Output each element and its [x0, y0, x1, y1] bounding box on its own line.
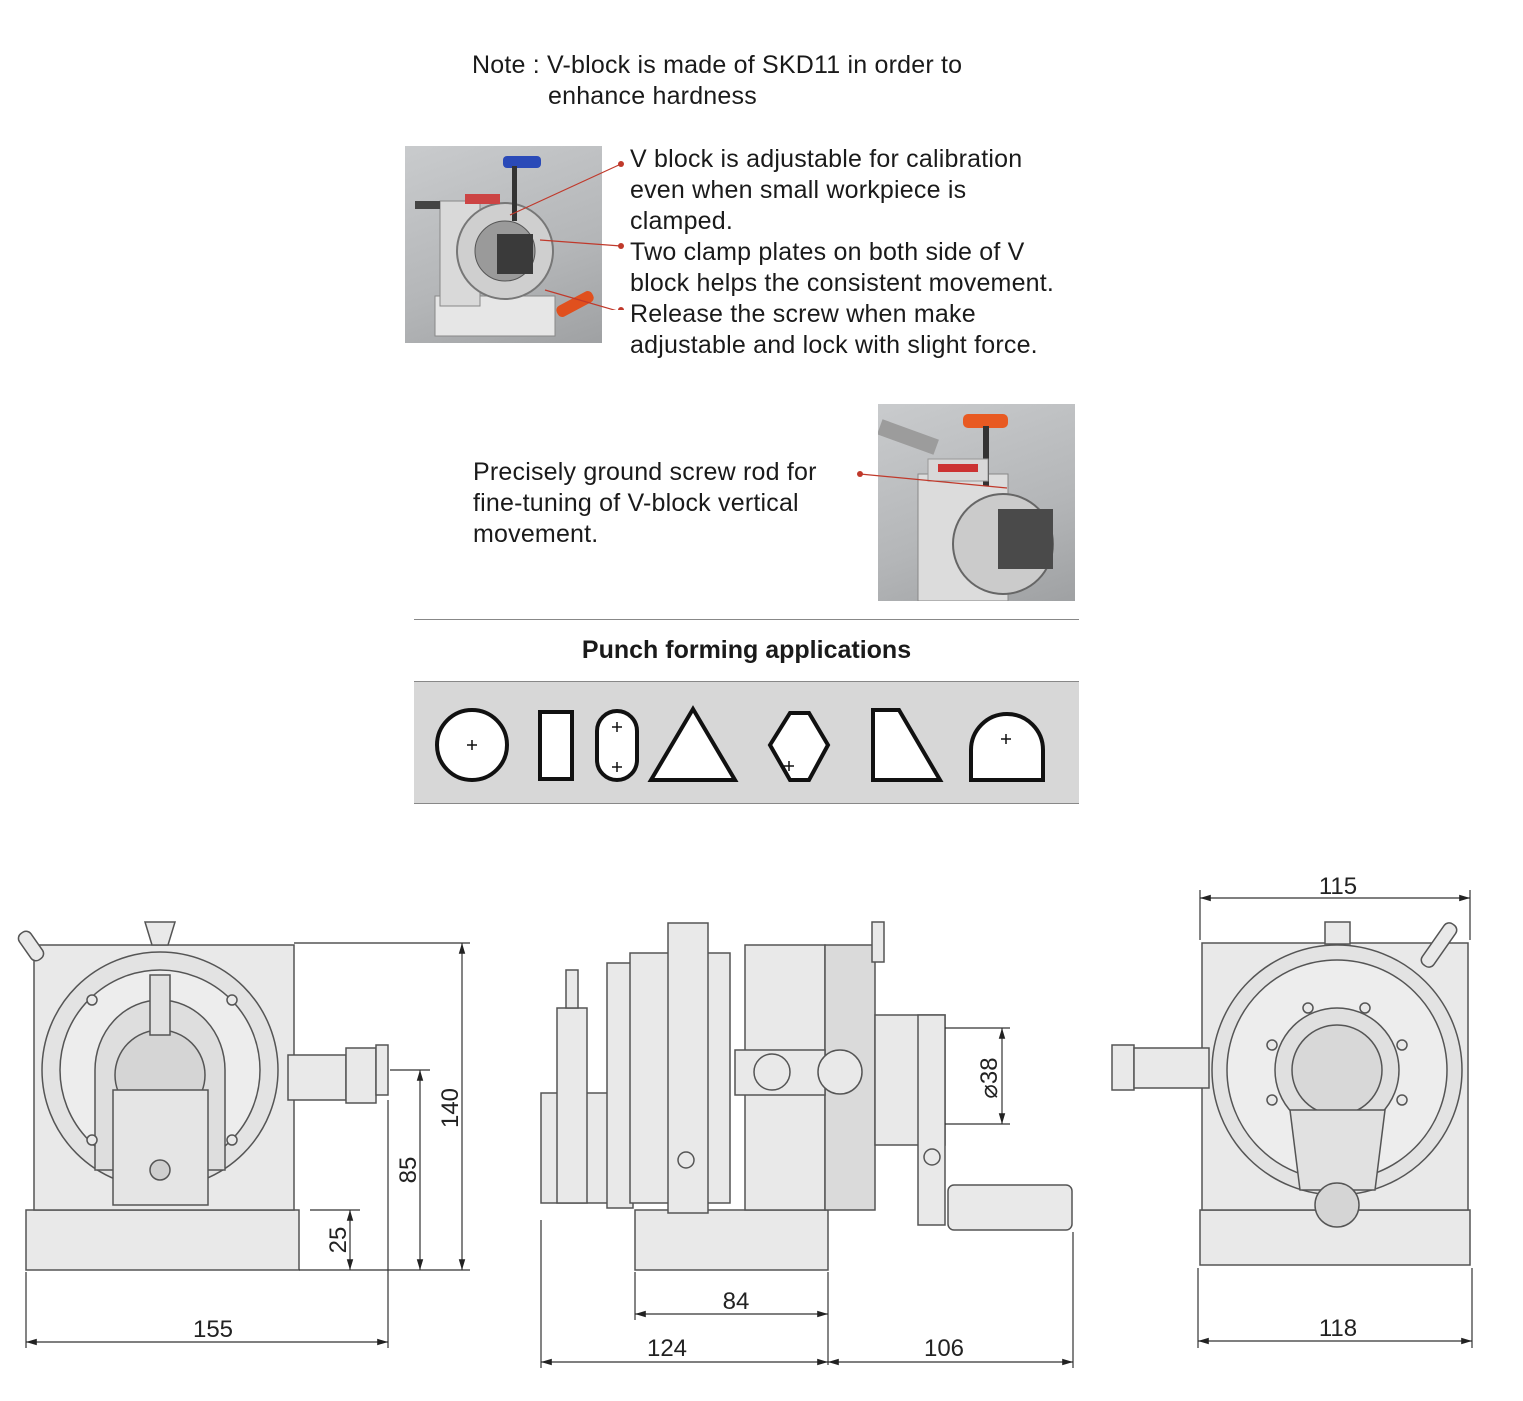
front-center-label: 85	[395, 1157, 422, 1184]
side-diameter-label: ⌀38	[976, 1057, 1003, 1098]
side-left-label: 124	[647, 1335, 687, 1362]
front-dimension-lines	[25, 942, 470, 1348]
callout-line-2	[857, 471, 1008, 489]
indexer-illustration-1	[415, 156, 594, 337]
rear-bottom-label: 118	[1319, 1315, 1357, 1342]
indexer-photo-1	[405, 146, 602, 343]
shape-slot	[595, 709, 639, 782]
callout-clamp-1: Two clamp plates on both side of V	[630, 238, 1025, 266]
shape-rectangle	[538, 710, 574, 781]
shapes-svg	[435, 705, 1045, 782]
front-width-label: 155	[193, 1316, 233, 1343]
shape-band	[414, 681, 1079, 804]
callout-adjustable-1: V block is adjustable for calibration	[630, 145, 1023, 173]
front-view	[17, 921, 389, 1271]
shape-trapezoid	[871, 708, 944, 782]
side-right-label: 106	[924, 1335, 964, 1362]
note-prefix: Note :	[472, 51, 540, 79]
rear-top-label: 115	[1319, 873, 1357, 900]
callout-adjustable-2: even when small workpiece is	[630, 176, 967, 204]
note-line-2: enhance hardness	[548, 82, 757, 110]
technical-drawings: 155 140 85 25 84 124 106 ⌀38	[17, 873, 1473, 1368]
callout-clamp-2: block helps the consistent movement.	[630, 269, 1055, 297]
front-height-label: 140	[437, 1088, 464, 1128]
indexer-illustration-2	[878, 414, 1054, 601]
side-view	[540, 921, 1073, 1271]
note-line-1: V-block is made of SKD11 in order to	[547, 51, 963, 79]
indexer-photo-2	[878, 404, 1075, 601]
callout-adjustable-3: clamped.	[630, 207, 734, 235]
side-dimension-lines	[540, 1027, 1074, 1368]
rear-dimension-lines	[1197, 890, 1473, 1348]
callout-screw-2: adjustable and lock with slight force.	[630, 331, 1038, 359]
side-top-label: 84	[723, 1288, 750, 1315]
callout-screw-1: Release the screw when make	[630, 300, 976, 328]
shape-hexagon	[767, 711, 831, 782]
rear-view	[1111, 921, 1471, 1266]
section-title: Punch forming applications	[581, 636, 912, 664]
shape-triangle	[647, 705, 739, 782]
front-base-label: 25	[325, 1227, 352, 1254]
callout-lines-1	[509, 161, 624, 310]
shape-d-shape	[969, 712, 1045, 782]
section-divider	[414, 619, 1079, 620]
callout-screwrod-3: movement.	[473, 520, 599, 548]
callout-screwrod-2: fine-tuning of V-block vertical	[473, 489, 799, 517]
callout-screwrod-1: Precisely ground screw rod for	[473, 458, 817, 486]
